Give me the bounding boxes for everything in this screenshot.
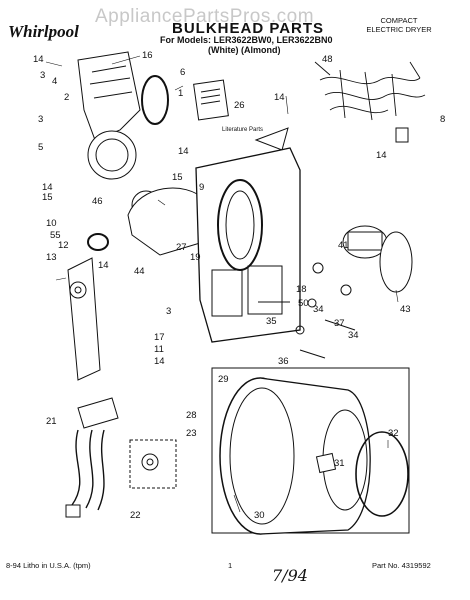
callout-48: 48 xyxy=(322,54,333,65)
callout-14: 14 xyxy=(98,260,109,271)
callout-29: 29 xyxy=(218,374,229,385)
callout-14: 14 xyxy=(42,182,53,193)
callout-15: 15 xyxy=(172,172,183,183)
footer-part-number: Part No. 4319592 xyxy=(372,561,431,570)
drum-seal-ring xyxy=(355,431,409,517)
callout-14: 14 xyxy=(33,54,44,65)
product-type: COMPACT ELECTRIC DRYER xyxy=(366,16,432,34)
callout-26: 26 xyxy=(234,100,245,111)
thermostat-bag xyxy=(129,439,177,489)
callout-21: 21 xyxy=(46,416,57,427)
callout-28: 28 xyxy=(186,410,197,421)
callout-34: 34 xyxy=(313,304,324,315)
model-colors: (White) (Almond) xyxy=(208,45,281,55)
callout-15: 15 xyxy=(42,192,53,203)
callout-numbers: 14 16 3 4 6 2 1 48 26 14 3 8 5 14 14 9 1… xyxy=(33,50,445,521)
bracket-triangle xyxy=(254,127,289,151)
callout-23: 23 xyxy=(186,428,197,439)
callout-18: 18 xyxy=(296,284,307,295)
callout-10: 10 xyxy=(46,218,57,229)
model-numbers: For Models: LER3622BW0, LER3622BN0 xyxy=(160,35,333,45)
callout-44: 44 xyxy=(134,266,145,277)
callout-leaders xyxy=(45,55,399,513)
callout-32: 32 xyxy=(388,428,399,439)
callout-11: 11 xyxy=(154,344,164,355)
callout-14: 14 xyxy=(274,92,285,103)
motor-mount-plate xyxy=(77,397,119,429)
terminal-block xyxy=(395,127,409,143)
callout-22: 22 xyxy=(130,510,141,521)
literature-parts-label: Literature Parts xyxy=(222,127,263,133)
drum-body xyxy=(259,377,371,535)
callout-37: 37 xyxy=(334,318,345,329)
callout-14: 14 xyxy=(178,146,189,157)
footer-litho: 8-94 Litho in U.S.A. (tpm) xyxy=(6,561,91,570)
callout-3: 3 xyxy=(40,70,45,81)
callout-2: 2 xyxy=(64,92,69,103)
callout-35: 35 xyxy=(266,316,277,327)
seal-ring xyxy=(87,233,109,251)
blower-ring xyxy=(87,130,137,180)
callout-19: 19 xyxy=(190,252,201,263)
callout-30: 30 xyxy=(254,510,265,521)
literature-booklet xyxy=(193,79,229,121)
callout-14: 14 xyxy=(154,356,165,367)
drum-roller xyxy=(312,262,324,274)
callout-27: 27 xyxy=(176,242,187,253)
callout-55: 55 xyxy=(50,230,61,241)
watermark: AppliancePartsPros.com xyxy=(95,6,315,27)
footer-page-number: 1 xyxy=(228,561,233,570)
heater-element xyxy=(71,429,105,511)
brand-logo: Whirlpool xyxy=(8,22,79,41)
drive-belt xyxy=(141,75,169,125)
drum-box xyxy=(211,367,410,534)
callout-31: 31 xyxy=(334,458,345,469)
handwritten-date: 7/94 xyxy=(272,566,308,585)
callout-41: 41 xyxy=(338,240,349,251)
callout-14: 14 xyxy=(376,150,387,161)
wiring-harness xyxy=(314,61,426,121)
rear-panel xyxy=(379,231,413,293)
callout-34: 34 xyxy=(348,330,359,341)
callout-1: 1 xyxy=(178,88,183,99)
callout-17: 17 xyxy=(154,332,165,343)
callout-43: 43 xyxy=(400,304,411,315)
callout-4: 4 xyxy=(52,76,57,87)
callout-8: 8 xyxy=(440,114,445,125)
support-bracket xyxy=(67,257,101,381)
callout-16: 16 xyxy=(142,50,153,61)
callout-9: 9 xyxy=(199,182,204,193)
callout-3: 3 xyxy=(166,306,171,317)
callout-5: 5 xyxy=(38,142,43,153)
page-title: BULKHEAD PARTS xyxy=(172,20,325,37)
callout-50: 50 xyxy=(298,298,309,309)
callout-36: 36 xyxy=(278,356,289,367)
callout-46: 46 xyxy=(92,196,103,207)
callout-12: 12 xyxy=(58,240,69,251)
callout-13: 13 xyxy=(46,252,57,263)
callout-6: 6 xyxy=(180,67,185,78)
callout-3: 3 xyxy=(38,114,43,125)
